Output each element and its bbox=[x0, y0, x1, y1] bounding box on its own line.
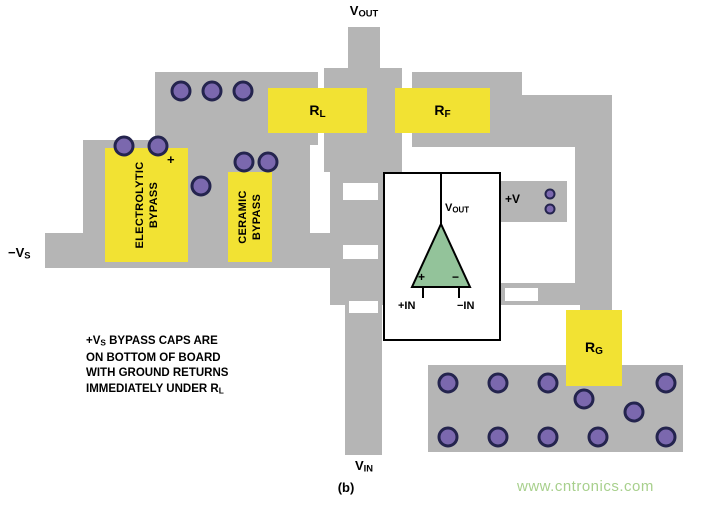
neg-vs-supply-trace bbox=[45, 233, 390, 268]
via-pad bbox=[537, 372, 559, 394]
component-hole-slot bbox=[349, 301, 378, 313]
via-pad bbox=[147, 135, 169, 157]
via-pad bbox=[201, 80, 223, 102]
vin-trace-stem bbox=[345, 300, 382, 455]
via-pad bbox=[537, 426, 559, 448]
via-pad bbox=[113, 135, 135, 157]
component-hole-slot bbox=[505, 288, 538, 301]
opamp-vout-label: VOUT bbox=[445, 202, 470, 215]
component-hole-slot bbox=[343, 183, 378, 200]
opamp-outline: VOUT + − +IN −IN bbox=[383, 172, 501, 341]
bypass-note: +VS BYPASS CAPS ARE ON BOTTOM OF BOARD W… bbox=[86, 334, 228, 399]
small-via-pad bbox=[544, 203, 556, 215]
electrolytic-bypass-cap: ELECTROLYTIC BYPASS + bbox=[105, 148, 188, 262]
opamp-inverting-sign: − bbox=[452, 270, 460, 284]
via-pad bbox=[487, 426, 509, 448]
via-pad bbox=[437, 372, 459, 394]
resistor-rf: RF bbox=[395, 88, 490, 133]
via-pad bbox=[623, 401, 645, 423]
via-pad bbox=[487, 372, 509, 394]
via-pad bbox=[233, 151, 255, 173]
bypass-note-line3: WITH GROUND RETURNS bbox=[86, 367, 229, 380]
right-vertical-strip bbox=[575, 95, 612, 305]
resistor-rf-label: RF bbox=[434, 101, 451, 120]
opamp-noninverting-sign: + bbox=[418, 270, 426, 284]
via-pad bbox=[437, 426, 459, 448]
via-pad bbox=[655, 426, 677, 448]
via-pad bbox=[170, 80, 192, 102]
left-vertical-trace bbox=[330, 145, 388, 305]
electrolytic-polarity-plus: + bbox=[167, 152, 175, 167]
component-hole-slot bbox=[343, 245, 378, 259]
via-pad bbox=[573, 388, 595, 410]
plus-v-label: +V bbox=[505, 192, 521, 206]
via-pad bbox=[257, 151, 279, 173]
ceramic-bypass-label: CERAMIC BYPASS bbox=[237, 190, 263, 244]
resistor-rg-label: RG bbox=[585, 339, 603, 357]
resistor-rl: RL bbox=[268, 88, 367, 133]
resistor-rl-label: RL bbox=[309, 101, 326, 120]
bypass-note-line4: IMMEDIATELY UNDER RL bbox=[86, 382, 224, 396]
opamp-plus-in-label: +IN bbox=[398, 300, 416, 312]
via-pad bbox=[655, 372, 677, 394]
resistor-rg: RG bbox=[566, 310, 622, 386]
ceramic-bypass-cap: CERAMIC BYPASS bbox=[228, 172, 272, 262]
via-pad bbox=[190, 175, 212, 197]
via-pad bbox=[587, 426, 609, 448]
neg-vs-label: −VS bbox=[8, 245, 31, 261]
vin-label: VIN bbox=[354, 458, 373, 474]
watermark: www.cntronics.com bbox=[517, 478, 654, 495]
plus-v-copper-block bbox=[497, 181, 567, 222]
vout-label: VOUT bbox=[349, 3, 379, 19]
small-via-pad bbox=[544, 188, 556, 200]
figure-label: (b) bbox=[337, 480, 355, 495]
via-pad bbox=[232, 80, 254, 102]
bypass-note-line2: ON BOTTOM OF BOARD bbox=[86, 351, 221, 364]
opamp-symbol bbox=[410, 174, 472, 298]
electrolytic-bypass-label: ELECTROLYTIC BYPASS bbox=[133, 161, 160, 249]
vout-trace-stem bbox=[348, 27, 380, 72]
bypass-note-line1: +VS BYPASS CAPS ARE bbox=[86, 335, 218, 348]
opamp-minus-in-label: −IN bbox=[457, 300, 475, 312]
